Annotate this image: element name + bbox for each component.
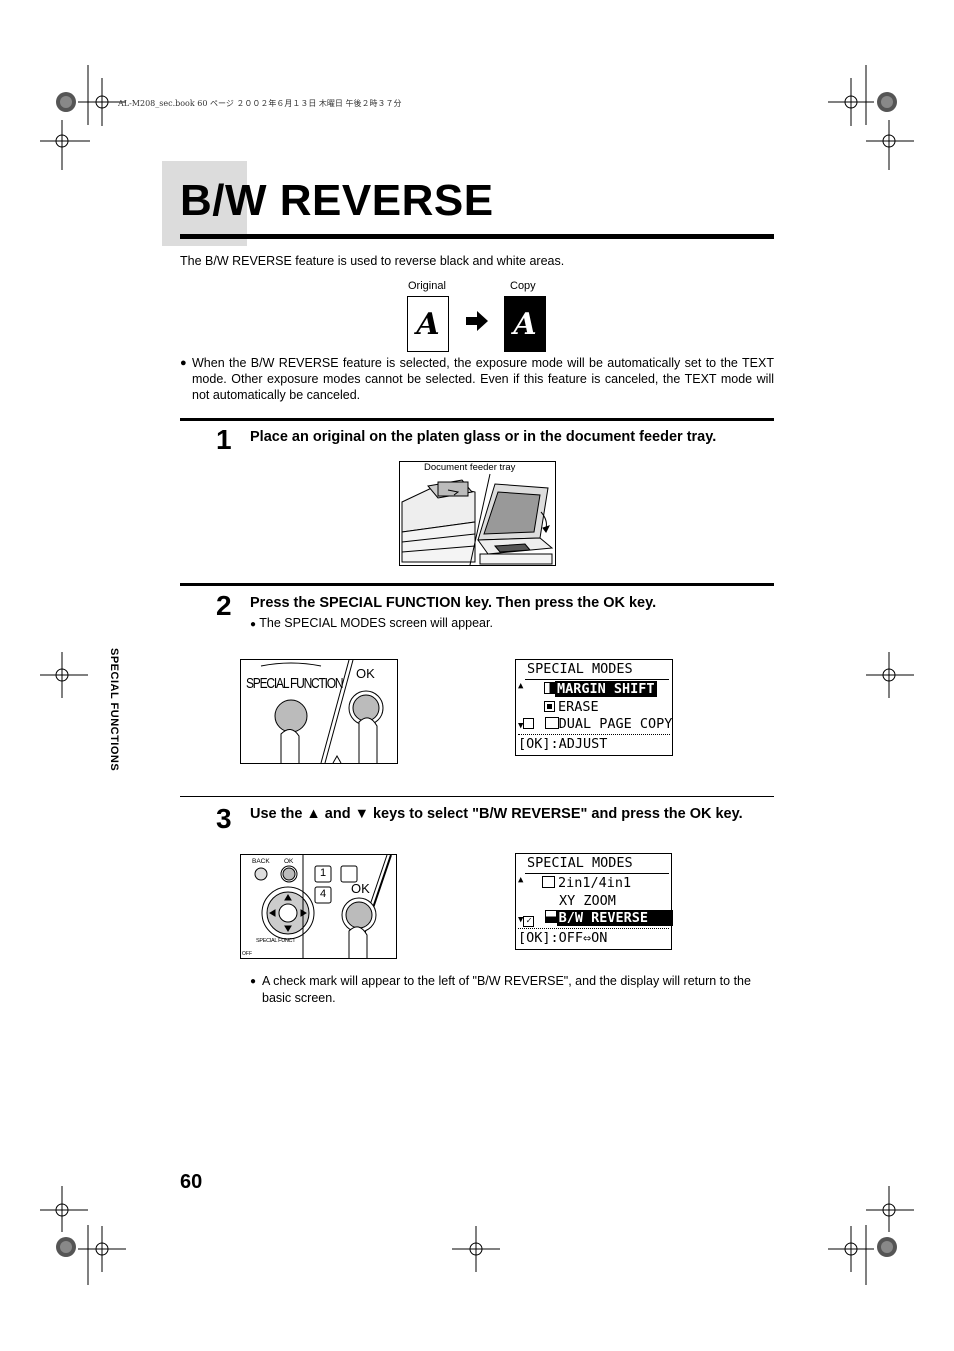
step-1-number: 1: [216, 424, 232, 455]
ok-key-label: OK: [356, 666, 375, 681]
lcd-title: SPECIAL MODES: [527, 661, 633, 677]
ok-key-panel-illustration: BACK OK 1 4 OK SPECIAL FUNCT OFF: [240, 854, 397, 959]
bullet-icon: ●: [180, 357, 187, 369]
step-3-bullet-text: A check mark will appear to the left of …: [262, 974, 751, 1005]
ok-key-label: OK: [351, 881, 370, 896]
step-3-text: Use the ▲ and ▼ keys to select "B/W REVE…: [250, 806, 743, 822]
lcd-item-xy-zoom: XY ZOOM: [559, 893, 616, 909]
erase-icon: [544, 701, 555, 712]
lcd-title: SPECIAL MODES: [527, 855, 633, 871]
original-sample: A: [407, 296, 449, 352]
original-glyph: A: [416, 306, 440, 342]
checkbox-icon: [523, 718, 535, 729]
lcd-item-dual-page-copy: ▼ DUAL PAGE COPY: [518, 716, 672, 732]
step-3-bullet: ● A check mark will appear to the left o…: [250, 973, 774, 1007]
bullet-icon: ●: [250, 976, 257, 987]
panel-drawing: [254, 855, 392, 958]
ok-key-small-label: OK: [284, 858, 294, 865]
lcd-down-arrow-icon: ▼: [518, 721, 524, 731]
copier-illustration: Document feeder tray: [399, 461, 556, 566]
panel-drawing: [260, 660, 384, 763]
special-function-key-label: SPECIAL FUNCTION: [246, 674, 344, 692]
lcd-item-label: MARGIN SHIFT: [555, 681, 657, 697]
feeder-tray-label: Document feeder tray: [424, 462, 516, 473]
intro-text: The B/W REVERSE feature is used to rever…: [180, 254, 565, 268]
page-title: B/W REVERSE: [180, 176, 494, 225]
lcd-item-label: DUAL PAGE COPY: [558, 716, 673, 732]
step-2-bullet: ● The SPECIAL MODES screen will appear.: [250, 616, 493, 630]
off-label: OFF: [242, 951, 252, 957]
step-divider: [180, 796, 774, 797]
lcd-item-label: 2in1/4in1: [558, 875, 632, 891]
lcd-special-modes-screen: SPECIAL MODES ▲ MARGIN SHIFT ERASE ▼ DUA…: [515, 659, 673, 756]
dual-page-icon: [544, 717, 559, 729]
note-text: When the B/W REVERSE feature is selected…: [192, 356, 774, 402]
lcd-up-arrow-icon: ▲: [518, 681, 524, 691]
step-divider: [180, 418, 774, 421]
lcd-footer-divider: [518, 928, 669, 929]
bullet-icon: ●: [250, 619, 257, 630]
copy-label: Copy: [510, 280, 536, 292]
right-arrow-icon: [466, 311, 488, 331]
step-2-text: Press the SPECIAL FUNCTION key. Then pre…: [250, 595, 657, 611]
section-side-label: SPECIAL FUNCTIONS: [108, 648, 120, 772]
back-key-label: BACK: [252, 858, 270, 865]
step-divider: [180, 583, 774, 586]
original-label: Original: [408, 280, 446, 292]
lcd-up-arrow-icon: ▲: [518, 875, 524, 885]
combine-pages-icon: [542, 876, 555, 888]
title-accent-block: [162, 161, 247, 246]
lcd-item-erase: ERASE: [544, 699, 599, 715]
lcd-footer: [OK]:ADJUST: [518, 736, 608, 752]
lcd-item-margin-shift: MARGIN SHIFT: [544, 681, 657, 697]
lcd-item-bw-reverse: ▼✓ B/W REVERSE: [518, 910, 673, 927]
lcd-item-label: B/W REVERSE: [556, 910, 673, 926]
lcd-special-modes-screen-bw: SPECIAL MODES ▲ 2in1/4in1 XY ZOOM ▼✓ B/W…: [515, 853, 673, 950]
copy-sample: A: [504, 296, 546, 352]
step-3-number: 3: [216, 803, 232, 834]
lcd-title-rule: [525, 679, 669, 680]
lcd-item-2in1-4in1: 2in1/4in1: [542, 875, 631, 891]
lcd-down-arrow-icon: ▼: [518, 915, 524, 925]
lcd-item-label: ERASE: [558, 699, 599, 715]
lcd-title-rule: [525, 873, 669, 874]
lcd-footer-divider: [518, 734, 670, 735]
step-1-text: Place an original on the platen glass or…: [250, 429, 717, 445]
print-metadata: AL-M208_sec.book 60 ページ ２００２年６月１３日 木曜日 午…: [118, 99, 402, 108]
key-4: 4: [320, 888, 327, 900]
step-2-bullet-text: The SPECIAL MODES screen will appear.: [259, 616, 493, 630]
key-1: 1: [320, 867, 327, 879]
copier-drawing: [401, 473, 554, 565]
bw-reverse-icon: [544, 910, 557, 923]
title-underline: [180, 234, 774, 239]
copy-glyph: A: [513, 306, 537, 342]
special-function-panel-illustration: SPECIAL FUNCTION OK: [240, 659, 398, 764]
step-2-number: 2: [216, 590, 232, 621]
margin-shift-icon: [544, 682, 555, 694]
lcd-footer: [OK]:OFF⇔ON: [518, 930, 608, 946]
checkbox-checked-icon: ✓: [523, 916, 535, 927]
special-function-key-label: SPECIAL FUNCT: [256, 938, 296, 944]
exposure-note: ● When the B/W REVERSE feature is select…: [180, 355, 774, 403]
page-number: 60: [180, 1171, 203, 1193]
